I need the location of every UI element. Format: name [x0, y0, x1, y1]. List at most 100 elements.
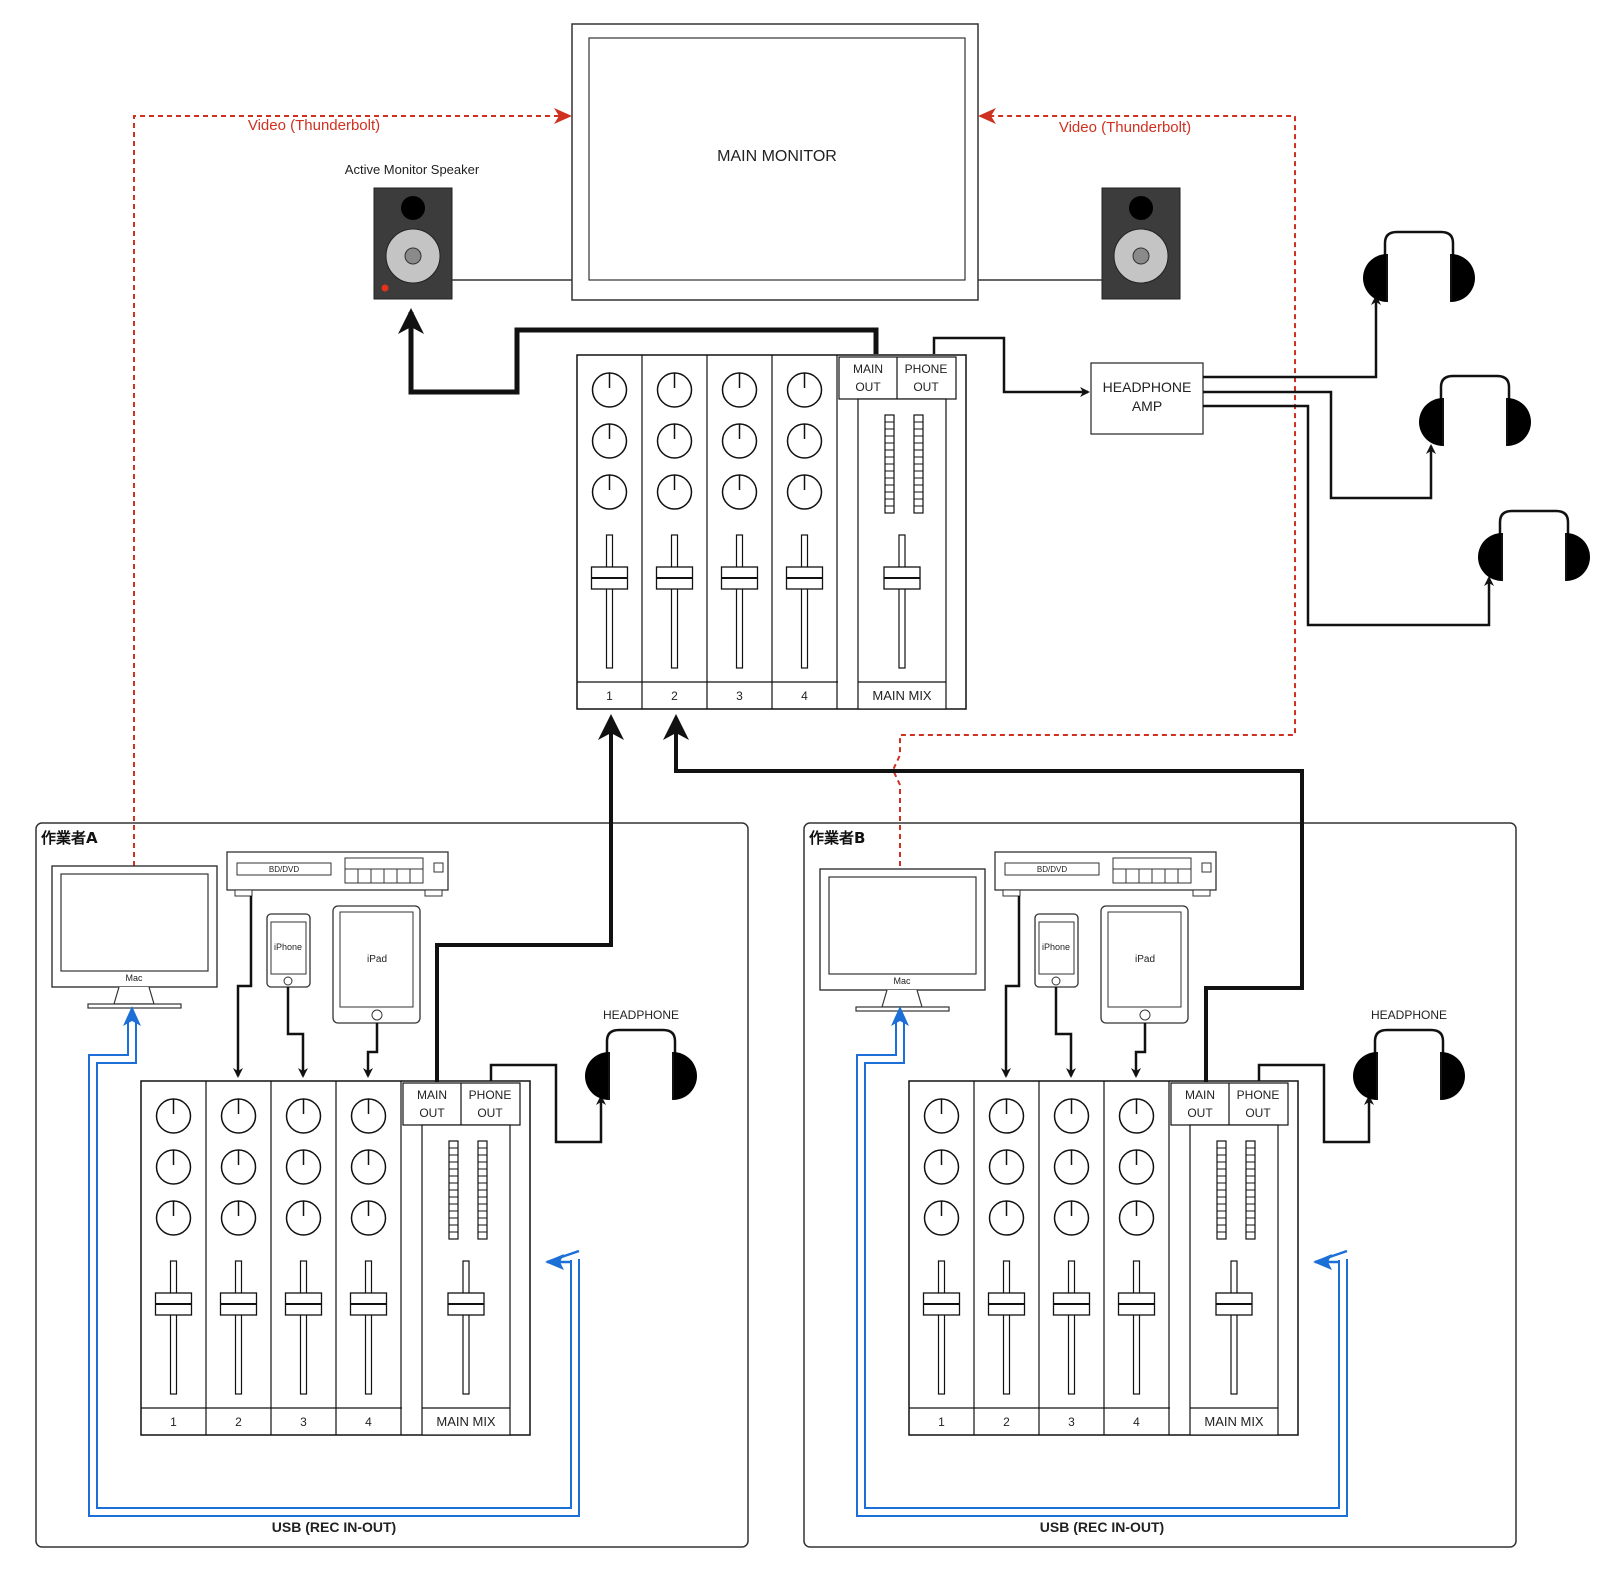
ipad-to-ch3-cable [363, 1023, 379, 1078]
tweeter [1129, 196, 1153, 220]
speaker-left [373, 187, 453, 300]
fader-track [670, 534, 679, 669]
channel-label-3: 3 [736, 689, 743, 703]
main-mix-label: MAIN MIX [872, 688, 932, 703]
main-out-label-2: OUT [1187, 1106, 1213, 1120]
iphone: iPhone [266, 913, 311, 988]
left-ear-cup [1478, 533, 1502, 581]
ipad-screen [1107, 911, 1182, 1008]
headphone-1 [1363, 230, 1475, 302]
main-monitor: MAIN MONITOR [571, 23, 979, 301]
main-out-label-1: MAIN [1185, 1088, 1215, 1102]
main-monitor-label: MAIN MONITOR [717, 148, 837, 165]
phone-out-to-headphone-cable [489, 1063, 606, 1144]
mac-stand [113, 986, 155, 1005]
fader-track [169, 1260, 178, 1395]
ipad-screen [339, 911, 414, 1008]
player-to-ch1-cable [1001, 896, 1021, 1078]
video-link-left: Video (Thunderbolt) [133, 108, 572, 866]
left-ear-cup [1419, 398, 1443, 446]
phone-out-to-headphone-cable [1257, 1063, 1374, 1144]
power-button [433, 862, 444, 873]
headband [1498, 509, 1570, 543]
iphone-label: iPhone [274, 942, 302, 952]
player-label: BD/DVD [1037, 865, 1067, 874]
home-button [283, 976, 293, 986]
channel-label-2: 2 [671, 689, 678, 703]
channel-label-4: 4 [365, 1415, 372, 1429]
headphone-2 [1419, 374, 1531, 446]
usb-rec-in-out-cable [856, 1006, 1348, 1517]
mac-base [87, 1003, 182, 1009]
usb-label: USB (REC IN-OUT) [1040, 1519, 1164, 1535]
disc-tray [1004, 862, 1100, 876]
ipad: iPad [332, 905, 421, 1024]
speaker-right [1101, 187, 1181, 300]
power-button [1201, 862, 1212, 873]
iphone: iPhone [1034, 913, 1079, 988]
usb-rec-in-out-cable [88, 1006, 580, 1517]
usb-arrow-to-mac [123, 1006, 141, 1026]
bd-dvd-player: BD/DVD [994, 851, 1217, 897]
iphone-to-ch2-cable [1054, 987, 1076, 1078]
mac-base [855, 1006, 950, 1012]
right-ear-cup [673, 1052, 697, 1100]
headphone-amp-line2: AMP [1132, 398, 1162, 414]
video-link-right: Video (Thunderbolt) [891, 108, 1296, 866]
phone-out-label-2: OUT [1245, 1106, 1271, 1120]
phone-out-to-amp-cable [932, 336, 1090, 397]
woofer-cap [1132, 247, 1150, 265]
main-out-label-1: MAIN [853, 362, 883, 376]
mac-stand [881, 989, 923, 1008]
home-button [1051, 976, 1061, 986]
channel-label-4: 4 [1133, 1415, 1140, 1429]
headphone-amp-line1: HEADPHONE [1103, 379, 1192, 395]
fader-track [605, 534, 614, 669]
speaker-label: Active Monitor Speaker [345, 162, 480, 177]
main-out-label-2: OUT [419, 1106, 445, 1120]
player-label: BD/DVD [269, 865, 299, 874]
fader-track [735, 534, 744, 669]
headphone-amp: HEADPHONE AMP [1090, 362, 1204, 435]
ipad: iPad [1100, 905, 1189, 1024]
station-headphone [1353, 1028, 1465, 1100]
headphone-3 [1478, 509, 1590, 581]
left-ear-cup [1363, 254, 1387, 302]
channel-label-1: 1 [606, 689, 613, 703]
phone-out-label-2: OUT [477, 1106, 503, 1120]
fader-track [462, 1260, 470, 1395]
channel-label-4: 4 [801, 689, 808, 703]
headband [1439, 374, 1511, 408]
mac-display [828, 876, 977, 975]
iphone-to-ch2-cable [286, 987, 308, 1078]
main-out-to-speaker-cable [398, 308, 879, 395]
amp-to-headphone-2-cable [1203, 390, 1436, 500]
video-link-left-label: Video (Thunderbolt) [248, 117, 380, 134]
station-headphone [585, 1028, 697, 1100]
video-link-right-label: Video (Thunderbolt) [1059, 119, 1191, 136]
phone-out-label-2: OUT [913, 380, 939, 394]
bd-dvd-player: BD/DVD [226, 851, 449, 897]
headband [605, 1028, 677, 1062]
main-mix-label: MAIN MIX [436, 1414, 496, 1429]
fader-track [1132, 1260, 1141, 1395]
fader-track [364, 1260, 373, 1395]
main-out-label-2: OUT [855, 380, 881, 394]
fader-track [1230, 1260, 1238, 1395]
headband [1383, 230, 1455, 264]
fader-track [1002, 1260, 1011, 1395]
power-led [381, 284, 389, 292]
player-to-ch1-cable [233, 896, 253, 1078]
mac-label: Mac [893, 976, 911, 986]
phone-out-label-1: PHONE [905, 362, 948, 376]
amp-to-headphone-1-cable [1203, 295, 1381, 379]
left-ear-cup [1353, 1052, 1377, 1100]
ipad-label: iPad [367, 954, 387, 965]
left-ear-cup [585, 1052, 609, 1100]
fader-track [299, 1260, 308, 1395]
